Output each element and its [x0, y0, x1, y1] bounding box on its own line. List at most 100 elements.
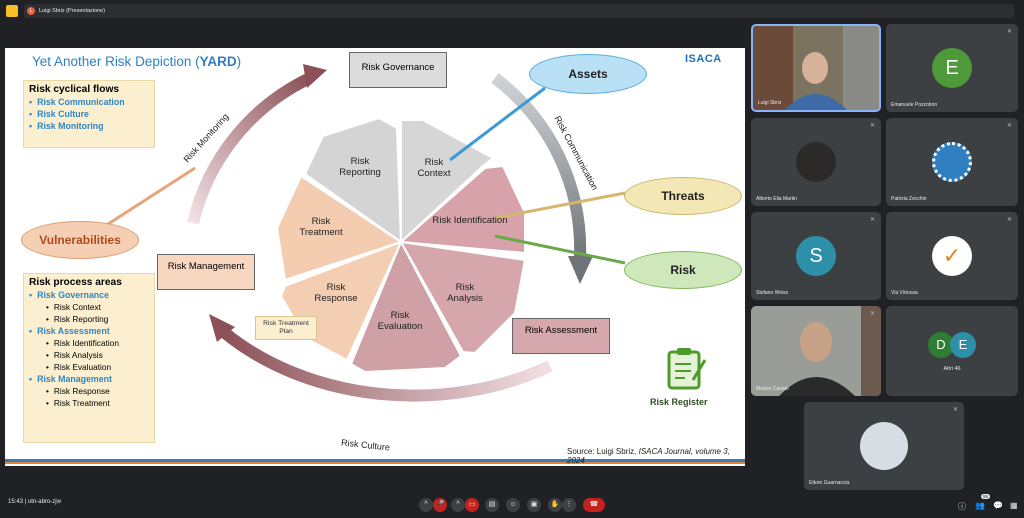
participant-name: Emanuele Pozzobon	[891, 102, 938, 108]
vulnerabilities-callout: Vulnerabilities	[21, 221, 139, 259]
slide-source: Source: Luigi Sbriz, ISACA Journal, volu…	[567, 447, 730, 465]
bottom-bar: 15:43 | utn-abro-zjw ^ 🎤 ^ ▭ ▤ ☺ ▣ ✋ ⋮ ☎…	[0, 490, 1024, 518]
wheel-label-identification: Risk Identification	[432, 215, 508, 226]
cyclical-item: Risk Communication	[29, 97, 154, 107]
cyclical-item: Risk Culture	[29, 109, 154, 119]
communication-arrowhead	[568, 256, 593, 284]
clipboard-icon	[667, 348, 707, 390]
wheel-analysis	[399, 240, 527, 355]
vulnerabilities-leader	[104, 166, 196, 228]
process-item: Risk Response	[46, 386, 154, 396]
threats-leader	[494, 191, 626, 220]
yard-diagram	[5, 64, 745, 464]
leave-call-button[interactable]: ☎	[583, 498, 605, 512]
avatar	[860, 422, 908, 470]
muted-mic-icon: ✕	[1006, 29, 1012, 35]
avatar: E	[932, 48, 972, 88]
participant-name: Luigi Sbriz	[758, 100, 782, 106]
participant-tile[interactable]: ✕ Patrizia Zecchin	[886, 118, 1018, 206]
process-item: Risk Analysis	[46, 350, 154, 360]
process-group: Risk Management	[29, 374, 154, 384]
camera-off-icon[interactable]: ▭	[465, 498, 479, 512]
participant-tile-speaker[interactable]: Luigi Sbriz	[751, 24, 881, 112]
process-group: Risk Governance	[29, 290, 154, 300]
avatar	[932, 142, 972, 182]
raise-hand-icon[interactable]: ✋	[548, 498, 562, 512]
presenter-label: Luigi Sbriz (Presentazione)	[39, 8, 106, 14]
wheel-label-evaluation: Risk Evaluation	[377, 310, 423, 332]
slide-title: Yet Another Risk Depiction (YARD)	[32, 54, 242, 69]
isaca-logo: ISACA	[685, 53, 722, 65]
meet-app-icon	[6, 5, 18, 17]
process-areas-box: Risk process areas Risk Governance Risk …	[23, 273, 155, 443]
participant-tile[interactable]: ✕ Alberto Elia Martin	[751, 118, 881, 206]
presenter-chip[interactable]: L Luigi Sbriz (Presentazione)	[24, 4, 1014, 18]
mic-off-icon[interactable]: 🎤	[433, 498, 447, 512]
top-bar: L Luigi Sbriz (Presentazione)	[0, 0, 1024, 22]
avatar: S	[796, 236, 836, 276]
process-group: Risk Assessment	[29, 326, 154, 336]
risk-register-label: Risk Register	[650, 397, 708, 407]
muted-mic-icon: ✕	[952, 407, 958, 413]
presenter-avatar: L	[27, 6, 35, 15]
cyclical-heading: Risk cyclical flows	[29, 84, 120, 95]
avatar: E	[950, 332, 976, 358]
cyclical-item: Risk Monitoring	[29, 121, 154, 131]
participant-tile[interactable]: S ✕ Stefano Weiss	[751, 212, 881, 300]
wheel-label-reporting: Risk Reporting	[339, 156, 381, 178]
muted-mic-icon: ✕	[869, 123, 875, 129]
muted-mic-icon: ✕	[1006, 217, 1012, 223]
people-icon[interactable]: 👥	[975, 501, 985, 510]
participant-tile[interactable]: ✓ ✕ Via Virtuosa	[886, 212, 1018, 300]
wheel-label-context: Risk Context	[417, 157, 451, 179]
slide-footer-bar-accent	[5, 462, 745, 464]
avatar: D	[928, 332, 954, 358]
avatar	[796, 142, 836, 182]
participant-tile[interactable]: E ✕ Emanuele Pozzobon	[886, 24, 1018, 112]
camera-feed	[751, 306, 881, 396]
process-heading: Risk process areas	[29, 277, 122, 288]
risk-leader	[494, 234, 626, 265]
risk-culture-arrow	[221, 328, 553, 402]
cyclical-flows-box: Risk cyclical flows Risk Communication R…	[23, 80, 155, 148]
culture-arrowhead	[209, 314, 235, 342]
participant-tile[interactable]: ✕ Ettore Guarnaccia	[804, 402, 964, 490]
others-tile[interactable]: D E Altri 46	[886, 306, 1018, 396]
risk-assessment-box: Risk Assessment	[512, 318, 610, 354]
muted-mic-icon: ✕	[869, 217, 875, 223]
captions-icon[interactable]: ▤	[485, 498, 499, 512]
assets-callout: Assets	[529, 54, 647, 94]
process-item: Risk Reporting	[46, 314, 154, 324]
assets-leader	[449, 86, 546, 162]
wheel-label-treatment: Risk Treatment	[299, 216, 343, 238]
risk-governance-box: Risk Governance	[349, 52, 447, 88]
wheel-identification	[398, 164, 526, 255]
slide-footer-bar	[5, 459, 745, 462]
emoji-icon[interactable]: ☺	[506, 498, 520, 512]
risk-management-box: Risk Management	[157, 254, 255, 290]
audio-options-button[interactable]: ^	[419, 498, 433, 512]
wheel-label-analysis: Risk Analysis	[447, 282, 483, 304]
wheel-evaluation	[349, 239, 463, 374]
participant-count-badge: 55	[981, 494, 991, 499]
avatar: ✓	[932, 236, 972, 276]
more-options-icon[interactable]: ⋮	[562, 498, 576, 512]
meeting-time: 15:43 | utn-abro-zjw	[8, 499, 61, 505]
participant-tile[interactable]: ✕ Matteo Canato	[751, 306, 881, 396]
present-icon[interactable]: ▣	[527, 498, 541, 512]
info-icon[interactable]: ⓘ	[958, 502, 966, 511]
risk-monitoring-arrow	[187, 72, 313, 225]
participant-name: Ettore Guarnaccia	[809, 480, 850, 486]
process-item: Risk Evaluation	[46, 362, 154, 372]
muted-mic-icon: ✕	[869, 311, 875, 317]
chat-icon[interactable]: 💬	[993, 501, 1003, 510]
others-label: Altri 46	[943, 366, 961, 372]
participant-name: Matteo Canato	[756, 386, 789, 392]
activities-icon[interactable]: ▦	[1010, 501, 1018, 510]
muted-mic-icon: ✕	[1006, 123, 1012, 129]
wheel-treatment	[275, 174, 404, 282]
process-item: Risk Context	[46, 302, 154, 312]
risk-callout: Risk	[624, 251, 742, 289]
video-options-button[interactable]: ^	[451, 498, 465, 512]
risk-treatment-plan-label: Risk Treatment Plan	[255, 316, 317, 340]
